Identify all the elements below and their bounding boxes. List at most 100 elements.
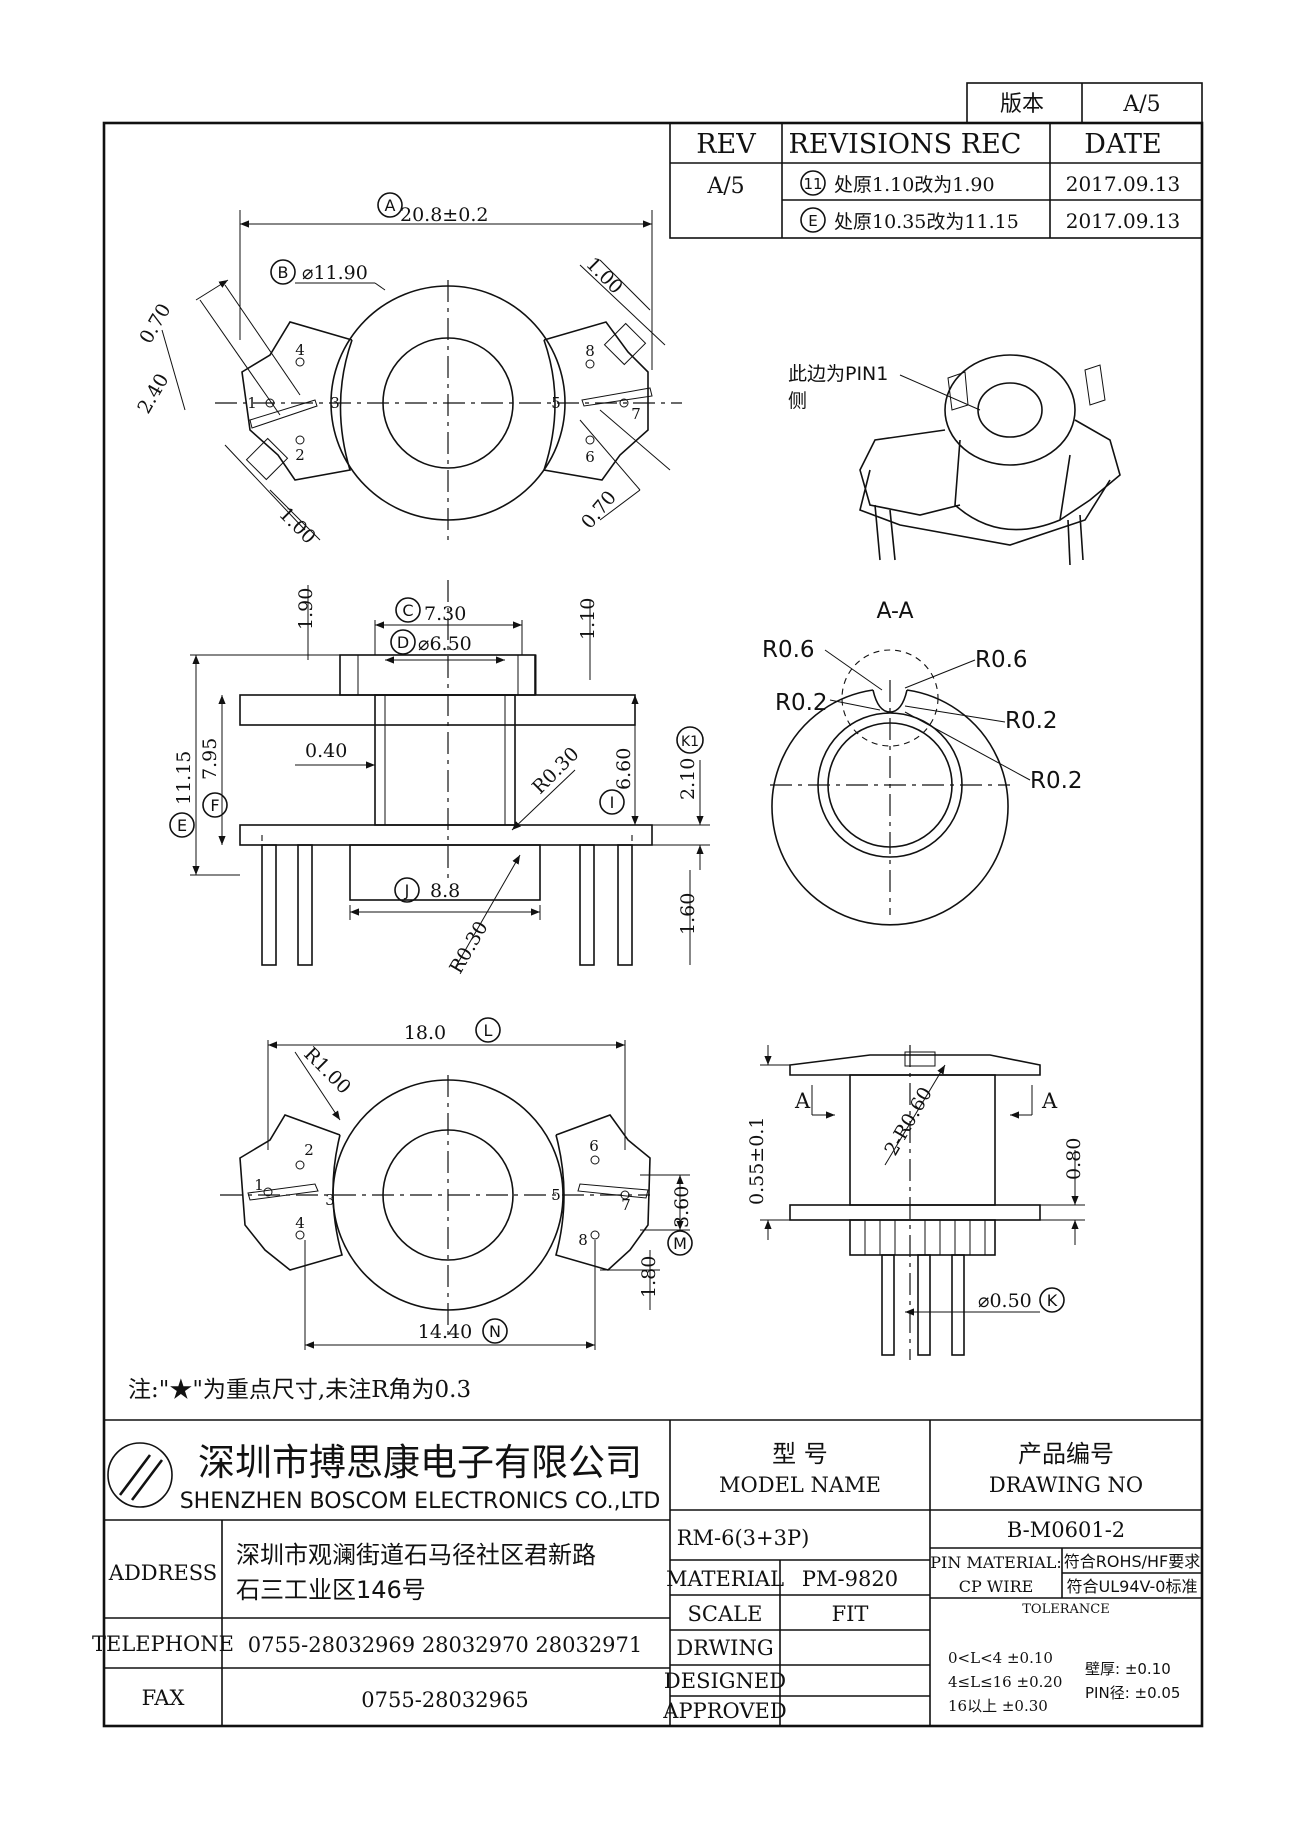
dim-r030b: R0.30 xyxy=(445,917,492,977)
title-block: 深圳市搏思康电子有限公司 SHENZHEN BOSCOM ELECTRONICS… xyxy=(92,1419,1202,1726)
pin-material-value: CP WIRE xyxy=(959,1577,1034,1596)
iso-note-line2: 侧 xyxy=(788,390,807,412)
side-view: 1.90 1.10 C 7.30 D ⌀6.50 0.40 R0.30 I 6.… xyxy=(169,580,710,978)
rev-row-1-date: 2017.09.13 xyxy=(1066,172,1181,196)
fax-label: FAX xyxy=(142,1686,185,1710)
company-name-cn: 深圳市搏思康电子有限公司 xyxy=(198,1441,642,1484)
top-pin-4: 4 xyxy=(295,341,305,359)
marker-e: E xyxy=(177,816,187,835)
dim-040: 0.40 xyxy=(305,740,347,762)
drawing-en: DRAWING NO xyxy=(989,1473,1143,1497)
iso-note-line1: 此边为PIN1 xyxy=(788,363,888,385)
top-pin-7: 7 xyxy=(631,405,641,423)
dim-110: 1.10 xyxy=(577,598,599,640)
top-pin-5: 5 xyxy=(551,394,561,412)
bottom-pin-2: 2 xyxy=(304,1141,314,1159)
revisions-table: REV REVISIONS REC DATE A/5 11 处原1.10改为1.… xyxy=(669,122,1203,239)
r02-left: R0.2 xyxy=(775,690,828,716)
section-aa: A-A R0.6 R0.6 R0.2 R0.2 R0.2 xyxy=(762,599,1083,926)
telephone-label: TELEPHONE xyxy=(92,1632,234,1656)
r06-right: R0.6 xyxy=(975,647,1028,673)
version-label: 版本 xyxy=(1000,92,1044,117)
dim-j: 8.8 xyxy=(430,880,460,902)
dim-pin-dia: ⌀0.50 xyxy=(978,1290,1032,1312)
marker-i: I xyxy=(610,793,615,812)
dim-b: ⌀11.90 xyxy=(302,262,368,284)
top-pin-2: 2 xyxy=(295,446,305,464)
dim-100-right: 1.00 xyxy=(581,253,626,298)
top-pin-3: 3 xyxy=(330,394,340,412)
dim-e: 11.15 xyxy=(173,751,195,805)
tolerance-label: TOLERANCE xyxy=(1022,1602,1109,1617)
r02-right1: R0.2 xyxy=(1005,708,1058,734)
rev-mark-11-circle xyxy=(800,170,826,196)
approved-label: APPROVED xyxy=(662,1699,786,1723)
r02-right2: R0.2 xyxy=(1030,768,1083,794)
designed-label: DESIGNED xyxy=(664,1669,786,1693)
dim-360: 3.60 xyxy=(671,1186,693,1228)
top-pin-1: 1 xyxy=(247,394,257,412)
dim-055: 0.55±0.1 xyxy=(746,1117,768,1205)
address-label: ADDRESS xyxy=(108,1561,217,1585)
model-en: MODEL NAME xyxy=(719,1473,881,1497)
date-header: DATE xyxy=(1084,129,1161,160)
tol2: 4≤L≤16 ±0.20 xyxy=(948,1673,1062,1691)
rev-value: A/5 xyxy=(706,174,744,199)
dim-r030a: R0.30 xyxy=(528,743,584,799)
dim-080: 0.80 xyxy=(1063,1138,1085,1180)
dim-070-right: 0.70 xyxy=(577,487,621,534)
bottom-pin-6: 6 xyxy=(589,1137,599,1155)
address-line1: 深圳市观澜街道石马径社区君新路 xyxy=(236,1541,596,1569)
dim-070-left: 0.70 xyxy=(135,300,175,348)
rev-row-1-text: 处原1.10改为1.90 xyxy=(834,174,995,196)
top-left-wing xyxy=(241,321,353,481)
dim-240: 2.40 xyxy=(133,370,173,418)
drawing-no: B-M0601-2 xyxy=(1007,1518,1125,1542)
dim-190: 1.90 xyxy=(295,588,317,630)
marker-f: F xyxy=(210,796,219,815)
wall-tol: 壁厚: ±0.10 xyxy=(1085,1660,1171,1678)
material-value: PM-9820 xyxy=(802,1567,898,1591)
drawing-cn: 产品编号 xyxy=(1018,1440,1114,1468)
marker-c: C xyxy=(402,601,413,620)
version-value: A/5 xyxy=(1122,92,1160,117)
address-line2: 石三工业区146号 xyxy=(236,1576,426,1604)
dim-i: 6.60 xyxy=(613,748,635,790)
marker-j: J xyxy=(404,881,410,900)
iso-view: 此边为PIN1 侧 xyxy=(788,354,1121,566)
dim-c: 7.30 xyxy=(424,603,466,625)
tol3: 16以上 ±0.30 xyxy=(948,1697,1048,1715)
bottom-pin-4: 4 xyxy=(295,1214,305,1232)
rev-row-2-date: 2017.09.13 xyxy=(1066,209,1181,233)
front-view: 0.55±0.1 A A 2-R0.60 0.80 ⌀0.50 K xyxy=(746,1045,1085,1360)
marker-k: K xyxy=(1047,1291,1058,1310)
company-name-en: SHENZHEN BOSCOM ELECTRONICS CO.,LTD xyxy=(180,1489,661,1514)
pin-material-label: PIN MATERIAL: xyxy=(930,1553,1062,1572)
material-label: MATERIAL xyxy=(666,1567,784,1591)
bottom-pin-3: 3 xyxy=(325,1191,335,1209)
dim-180: 1.80 xyxy=(638,1256,660,1298)
marker-d: D xyxy=(397,633,409,652)
bottom-view: 1 2 3 4 5 6 7 8 18.0 L R1.00 3.60 M 1.80… xyxy=(220,1017,693,1350)
dim-k1: 2.10 xyxy=(677,758,699,800)
marker-b: B xyxy=(278,263,289,282)
marker-l: L xyxy=(484,1021,493,1040)
top-pin-8: 8 xyxy=(585,342,595,360)
marker-n: N xyxy=(489,1322,501,1341)
dim-f: 7.95 xyxy=(199,738,221,780)
top-bore-circle xyxy=(382,337,514,469)
marker-k1: K1 xyxy=(681,734,699,750)
top-pin-6: 6 xyxy=(585,448,595,466)
pin-tol: PIN径: ±0.05 xyxy=(1085,1684,1180,1702)
bottom-pin-1: 1 xyxy=(254,1176,264,1194)
company-logo xyxy=(107,1442,173,1508)
rohs: 符合ROHS/HF要求 xyxy=(1064,1552,1201,1571)
dim-r060: 2-R0.60 xyxy=(880,1083,937,1159)
marker-m: M xyxy=(673,1234,687,1253)
a-arrow-left: A xyxy=(794,1089,811,1113)
dim-l: 18.0 xyxy=(404,1022,446,1044)
section-title: A-A xyxy=(876,599,913,624)
dim-a: 20.8±0.2 xyxy=(400,204,488,226)
fax: 0755-28032965 xyxy=(361,1688,528,1712)
